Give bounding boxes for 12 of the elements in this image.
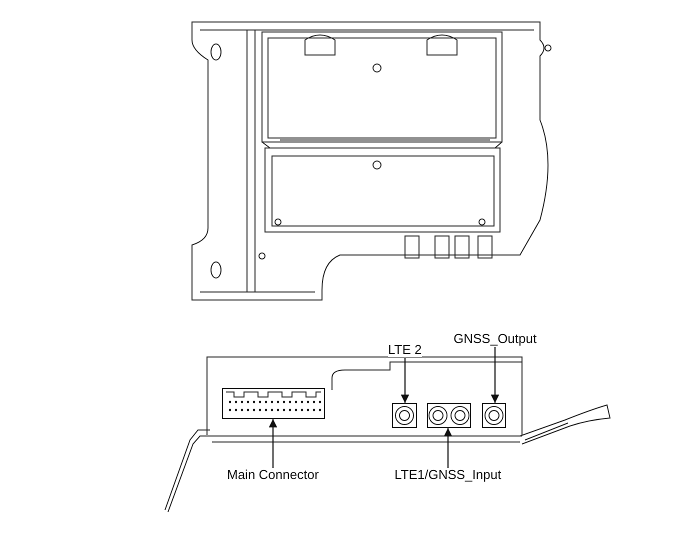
wire-harness-connector (222, 388, 325, 419)
leader-line (444, 428, 452, 468)
leader-line (400, 358, 410, 403)
leader-line (490, 347, 500, 403)
coax-connector (392, 403, 417, 428)
callout-label: GNSS_Output (454, 331, 537, 346)
coax-connector (482, 403, 506, 428)
callout-label: LTE 2 (388, 342, 422, 357)
dual-coax-connector (427, 403, 471, 428)
callout-label: LTE1/GNSS_Input (394, 467, 502, 482)
callout-label: Main Connector (227, 467, 319, 482)
leader-line (268, 419, 278, 468)
